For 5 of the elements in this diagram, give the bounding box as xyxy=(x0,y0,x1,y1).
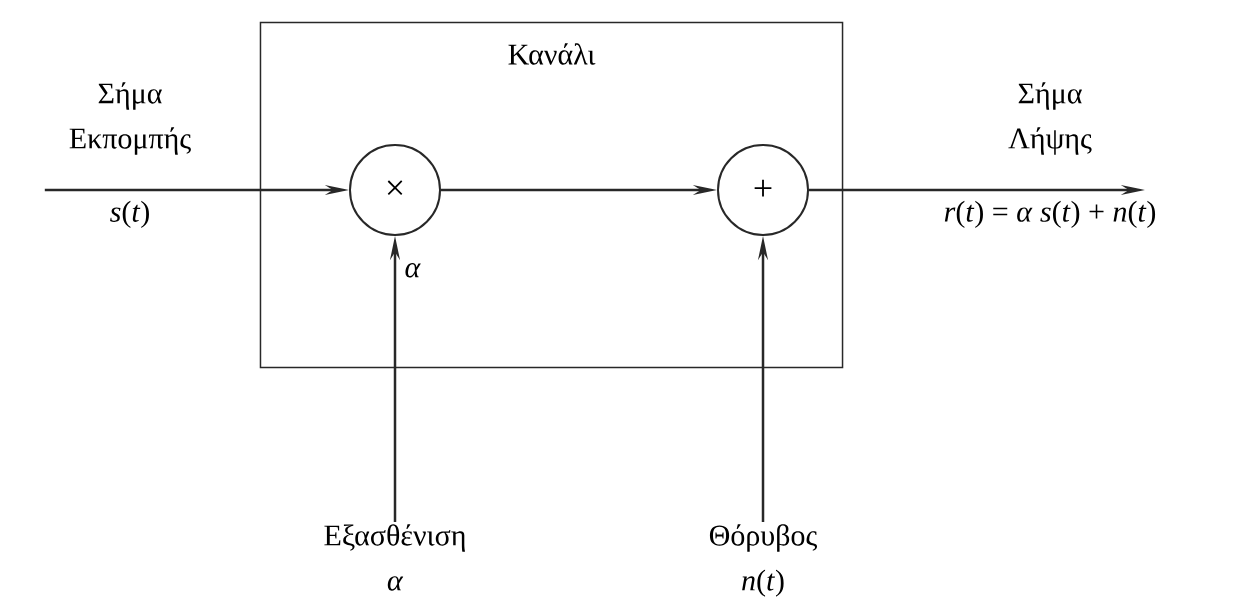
signal-label: Σήμα Εκπομπής s(t) xyxy=(69,82,191,228)
signal-label: Σήμα Λήψης r(t) = α s(t) + n(t) xyxy=(944,82,1156,228)
input-label: Θόρυβος n(t) xyxy=(709,524,818,597)
input-label: Εξασθένιση α xyxy=(324,524,465,591)
edge-label: α xyxy=(405,263,421,278)
